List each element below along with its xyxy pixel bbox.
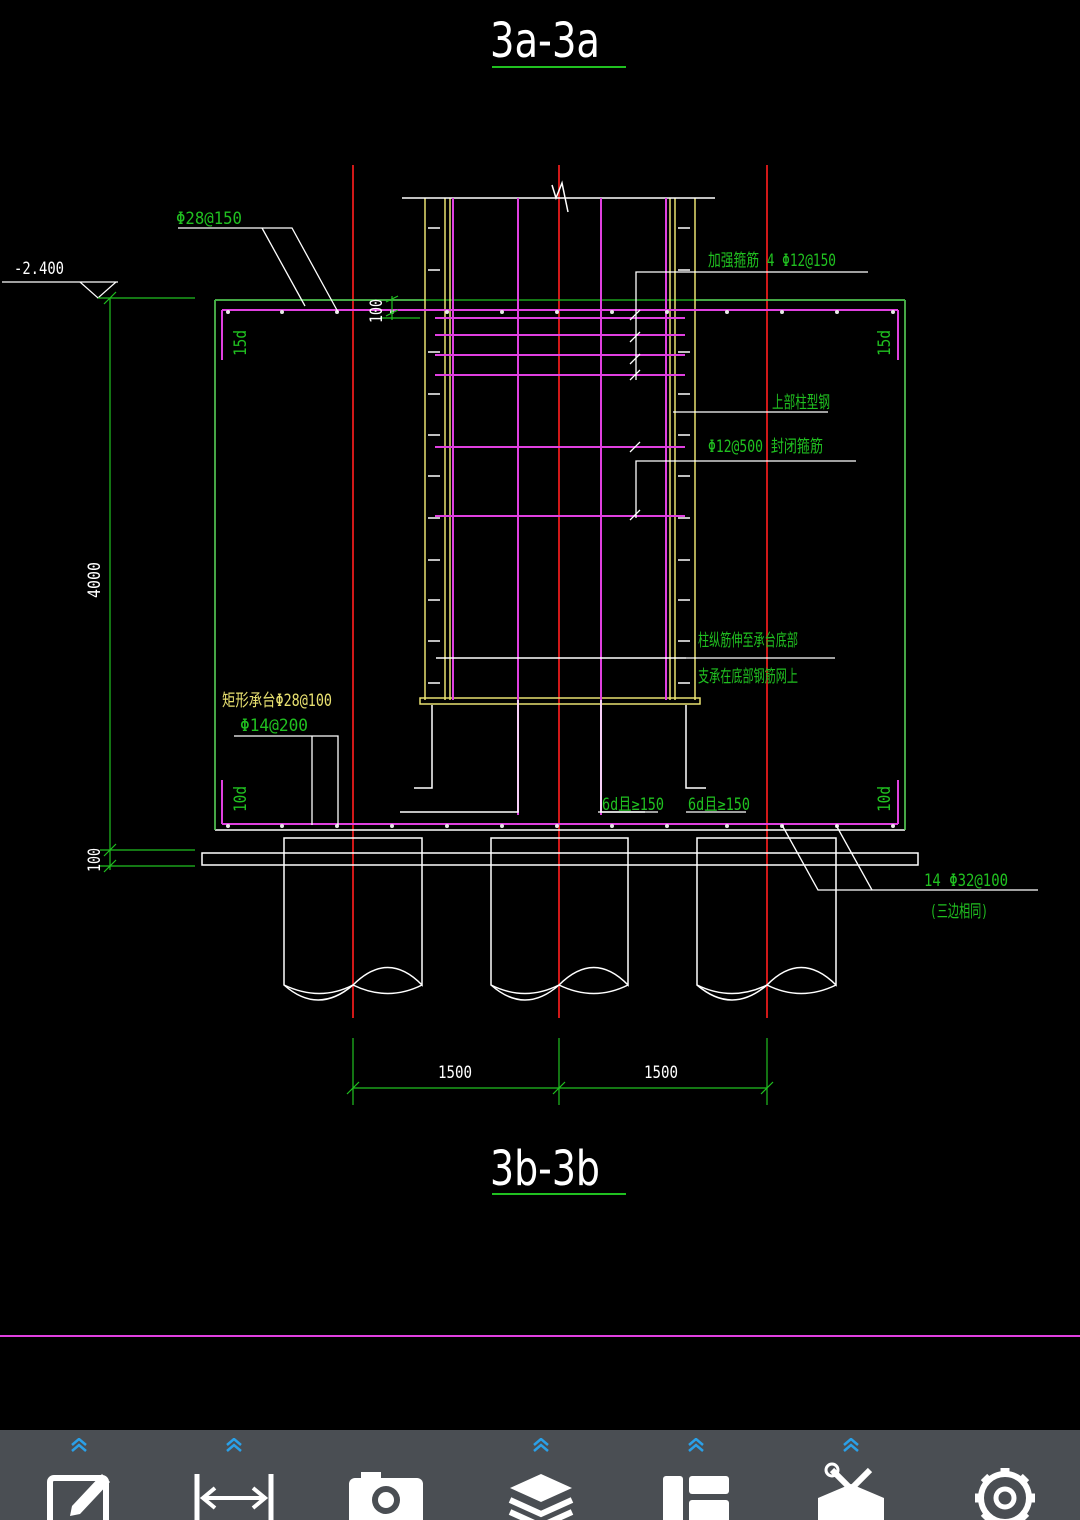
bottom-toolbar xyxy=(0,1430,1080,1520)
expand-chevron-icon[interactable] xyxy=(531,1438,551,1452)
expand-chevron-icon[interactable] xyxy=(224,1438,244,1452)
label-bottom-rebar-2: (三边相同) xyxy=(930,902,988,922)
layout-button[interactable] xyxy=(641,1430,751,1520)
layers-icon xyxy=(508,1474,574,1520)
rebar-dots xyxy=(226,310,895,828)
label-elevation: -2.400 xyxy=(14,259,64,279)
steel-column xyxy=(402,197,715,705)
label-span-2: 1500 xyxy=(644,1063,678,1083)
section-title-bottom: 3b-3b xyxy=(490,1141,600,1197)
label-hook-6d-right: 6d且≥150 xyxy=(688,795,750,815)
expand-chevron-icon[interactable] xyxy=(841,1438,861,1452)
label-cap-rebar-2: Φ14@200 xyxy=(240,716,308,736)
settings-button[interactable] xyxy=(950,1430,1060,1520)
camera-icon xyxy=(349,1472,423,1520)
capture-button[interactable] xyxy=(331,1430,441,1520)
layers-button[interactable] xyxy=(486,1430,596,1520)
edit-icon xyxy=(47,1474,110,1520)
label-anchor-15d-right: 15d xyxy=(875,330,895,356)
label-anchor-15d-left: 15d xyxy=(231,330,251,356)
cushion-layer xyxy=(201,852,919,866)
axis-lines xyxy=(352,165,768,1018)
label-column-bars-1: 柱纵筋伸至承台底部 xyxy=(698,631,798,651)
label-anchor-10d-left: 10d xyxy=(231,786,251,812)
section-title-top: 3a-3a xyxy=(490,13,600,69)
cad-drawing-canvas[interactable]: 3a-3a 3b-3b xyxy=(0,0,1080,1430)
break-symbol xyxy=(551,180,569,213)
label-anchor-10d-right: 10d xyxy=(875,786,895,812)
label-span-1: 1500 xyxy=(438,1063,472,1083)
gear-icon xyxy=(975,1468,1035,1520)
label-rebar-top: Φ28@150 xyxy=(176,209,242,229)
label-pile-cover: 100 xyxy=(85,848,105,872)
toolbox-icon xyxy=(818,1462,884,1520)
dimension-icon xyxy=(194,1474,274,1520)
label-cover-top: 100 xyxy=(367,299,387,323)
label-upper-steel: 上部柱型钢 xyxy=(772,393,830,413)
dimension-lines xyxy=(2,281,774,1105)
pile-cap-green-edge xyxy=(214,299,906,830)
label-stirrup-reinforce: 加强箍筋 4 Φ12@150 xyxy=(708,251,836,271)
expand-chevron-icon[interactable] xyxy=(69,1438,89,1452)
label-cap-rebar-1: 矩形承台Φ28@100 xyxy=(222,691,332,711)
label-closed-stirrup: Φ12@500 封闭箍筋 xyxy=(708,437,823,457)
label-column-bars-2: 支承在底部钢筋网上 xyxy=(698,667,798,687)
layout-icon xyxy=(663,1476,729,1520)
measure-button[interactable] xyxy=(179,1430,289,1520)
rebar-lines xyxy=(221,198,899,825)
markup-button[interactable] xyxy=(24,1430,134,1520)
label-bottom-rebar-1: 14 Φ32@100 xyxy=(924,871,1008,891)
rebar-hooks xyxy=(400,657,706,813)
tools-button[interactable] xyxy=(796,1430,906,1520)
label-hook-6d-left: 6d且≥150 xyxy=(602,795,664,815)
piles xyxy=(283,837,837,1001)
leader-lines xyxy=(178,227,1038,891)
label-height-dim: 4000 xyxy=(85,562,105,598)
expand-chevron-icon[interactable] xyxy=(686,1438,706,1452)
